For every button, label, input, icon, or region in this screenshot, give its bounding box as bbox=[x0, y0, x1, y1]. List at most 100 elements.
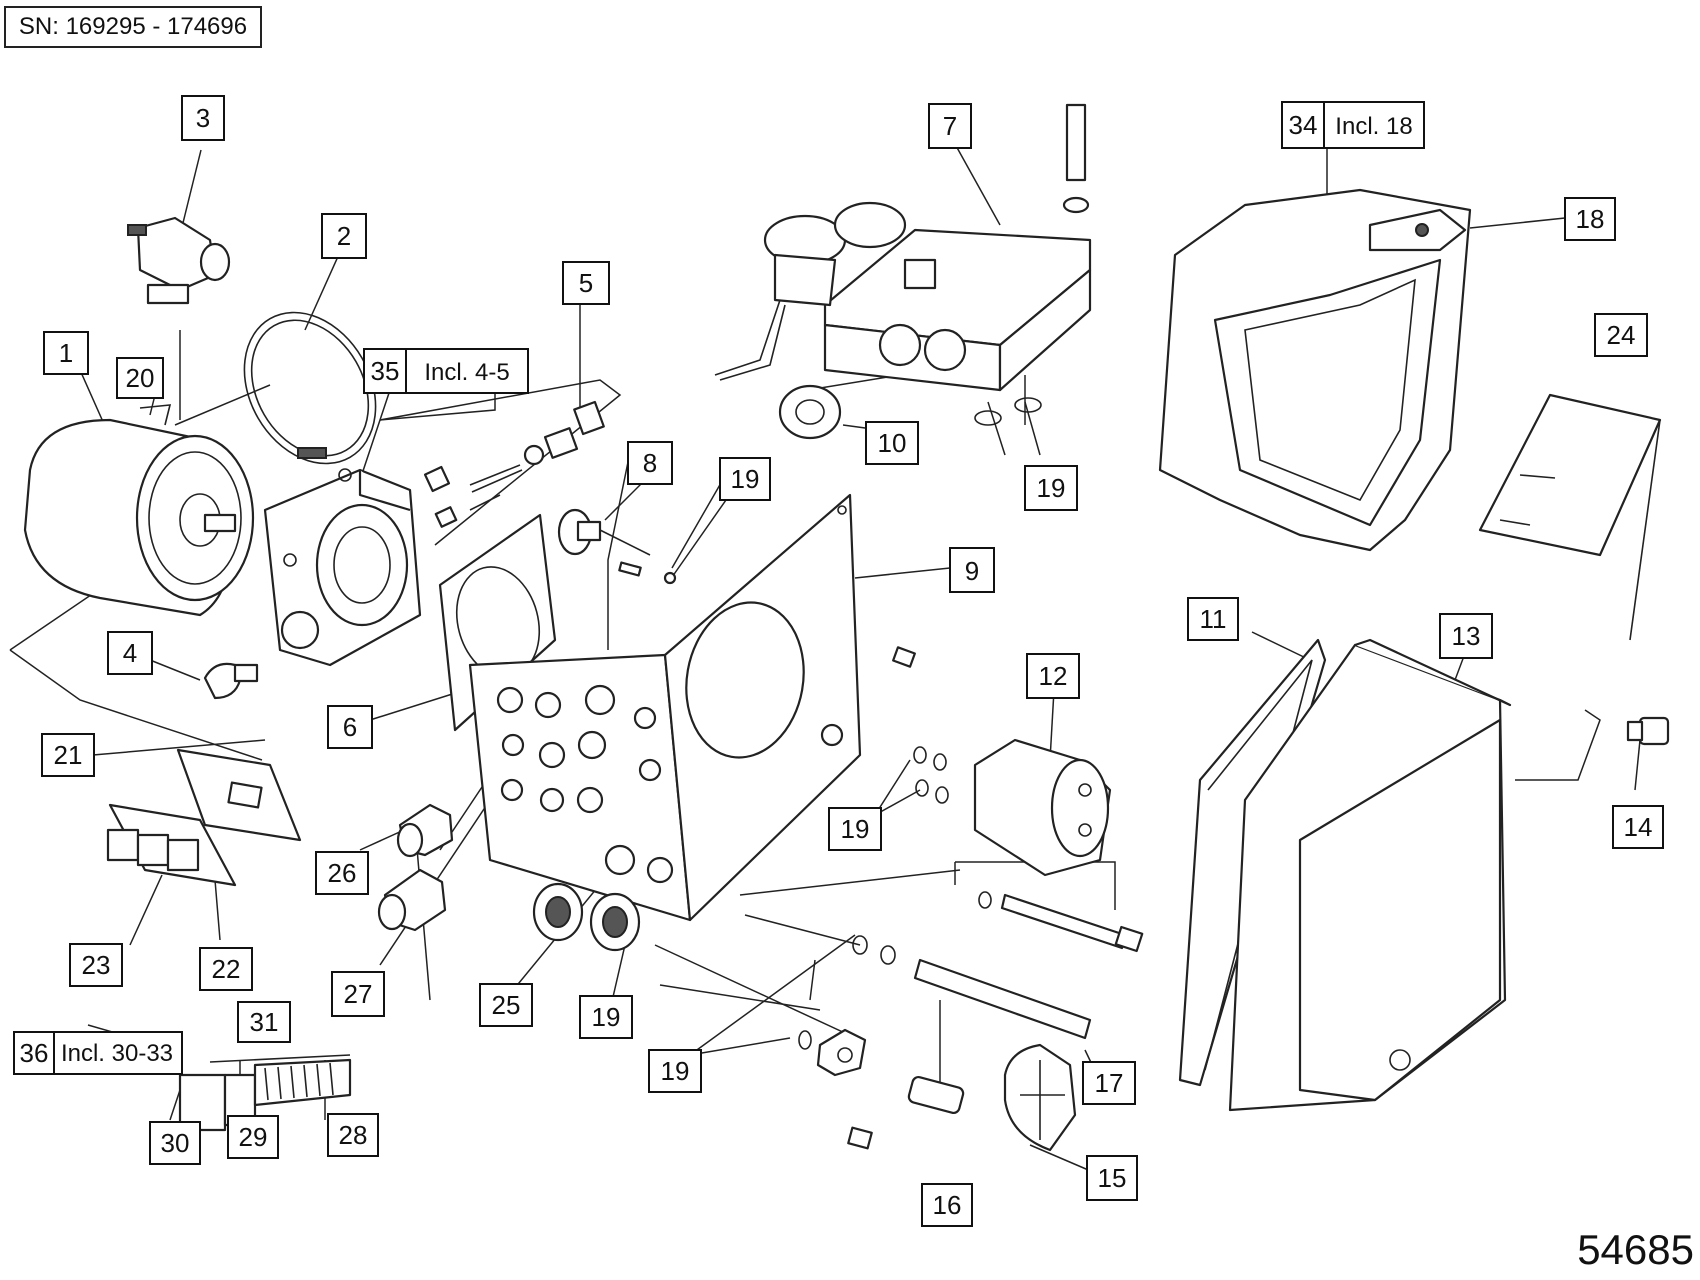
part-3-solenoid-switch bbox=[127, 216, 231, 305]
part-9-mounting-plate bbox=[468, 493, 862, 922]
callout-19-tube: 19 bbox=[648, 1049, 702, 1093]
callout-33: 31 bbox=[237, 1001, 291, 1043]
callout-11: 11 bbox=[1187, 597, 1239, 641]
callout-13: 13 bbox=[1439, 613, 1493, 659]
callout-7-label: 7 bbox=[943, 111, 957, 141]
callout-31-label: 29 bbox=[239, 1122, 268, 1152]
part-35-pump-housing bbox=[263, 468, 422, 667]
callout-3: 3 bbox=[181, 95, 225, 141]
callout-24-label: 22 bbox=[212, 954, 241, 984]
callout-36-note: Incl. 30-33 bbox=[61, 1040, 173, 1067]
callout-17-label: 17 bbox=[1095, 1068, 1124, 1098]
callout-18: 18 bbox=[1564, 197, 1616, 241]
callout-34-label: 34 bbox=[1289, 110, 1318, 140]
callout-5-label: 5 bbox=[579, 268, 593, 298]
callout-3-label: 3 bbox=[196, 103, 210, 133]
callout-17: 17 bbox=[1082, 1061, 1136, 1105]
part-13-reservoir-tank bbox=[1228, 638, 1512, 1112]
callout-9-label: 9 bbox=[965, 556, 979, 586]
callout-35-note: Incl. 4-5 bbox=[424, 359, 509, 386]
callout-7: 7 bbox=[928, 103, 972, 149]
callout-19-valve-label: 19 bbox=[1037, 473, 1066, 503]
callout-10: 10 bbox=[865, 421, 919, 465]
callout-11-label: 11 bbox=[1200, 604, 1227, 634]
callout-12-label: 12 bbox=[1039, 661, 1068, 691]
part-28-cable-gland bbox=[396, 803, 454, 858]
serial-number-range: SN: 169295 - 174696 bbox=[4, 6, 262, 48]
callout-34: 34 Incl. 18 bbox=[1281, 101, 1425, 149]
callout-27-label: 25 bbox=[492, 990, 521, 1020]
part-19-o-rings-valve bbox=[974, 397, 1042, 426]
part-2-clamp-ring bbox=[243, 311, 377, 465]
callout-4-label: 4 bbox=[123, 638, 137, 668]
callout-20-label: 19 bbox=[592, 1002, 621, 1032]
part-4-plug-bolt bbox=[203, 662, 259, 700]
callout-13-label: 13 bbox=[1452, 621, 1481, 651]
callout-6: 6 bbox=[327, 705, 373, 749]
callout-19-pump-label: 19 bbox=[841, 814, 870, 844]
callout-1: 1 bbox=[43, 331, 89, 375]
callout-26: 24 bbox=[1594, 313, 1648, 357]
callout-30: 28 bbox=[327, 1113, 379, 1157]
callout-35: 35 Incl. 4-5 bbox=[363, 348, 529, 394]
part-25-relay-blocks bbox=[106, 828, 200, 872]
callout-1-label: 1 bbox=[59, 338, 73, 368]
callout-19-pump: 19 bbox=[828, 807, 882, 851]
callout-16-label: 16 bbox=[933, 1190, 962, 1220]
callout-14: 14 bbox=[1612, 805, 1664, 849]
part-22-terminal bbox=[139, 404, 172, 426]
callout-30-label: 28 bbox=[339, 1120, 368, 1150]
callout-27: 25 bbox=[479, 983, 533, 1027]
callout-28-label: 26 bbox=[328, 858, 357, 888]
part-26-bracket bbox=[1478, 393, 1662, 641]
part-7-valve-block bbox=[714, 201, 1092, 392]
callout-22-label: 20 bbox=[126, 363, 155, 393]
callout-25-label: 23 bbox=[82, 950, 111, 980]
callout-20: 19 bbox=[579, 995, 633, 1039]
callout-29: 27 bbox=[331, 971, 385, 1017]
part-20-grommet bbox=[589, 892, 641, 952]
part-18-latch bbox=[1368, 208, 1467, 252]
callout-14-label: 14 bbox=[1624, 812, 1653, 842]
valve-block-screw bbox=[1062, 103, 1090, 214]
callout-8-label: 8 bbox=[643, 448, 657, 478]
part-14-breather-plug bbox=[1626, 716, 1670, 746]
callout-15: 15 bbox=[1086, 1155, 1138, 1201]
callout-10-label: 10 bbox=[878, 428, 907, 458]
callout-16: 16 bbox=[921, 1183, 973, 1227]
callout-19-tube-label: 19 bbox=[661, 1056, 690, 1086]
callout-21: 19 bbox=[719, 457, 771, 501]
callout-26-label: 24 bbox=[1607, 320, 1636, 350]
part-27-grommet bbox=[532, 882, 584, 942]
callout-2: 2 bbox=[321, 213, 367, 259]
part-19-o-rings-pump bbox=[913, 746, 949, 804]
callout-21-label: 19 bbox=[731, 464, 760, 494]
callout-33-label: 31 bbox=[250, 1007, 279, 1037]
callout-23-label: 21 bbox=[54, 740, 83, 770]
callout-23: 21 bbox=[41, 733, 95, 777]
part-23-relay-cover bbox=[176, 748, 302, 842]
part-34-reservoir-cover bbox=[1158, 188, 1472, 552]
callout-12: 12 bbox=[1026, 653, 1080, 699]
callout-25: 23 bbox=[69, 943, 123, 987]
figure-number: 54685 bbox=[1577, 1226, 1694, 1273]
callout-36-label: 36 bbox=[20, 1038, 49, 1068]
callout-19-valve: 19 bbox=[1024, 465, 1078, 511]
callout-22: 20 bbox=[116, 357, 164, 399]
callout-36: 36 Incl. 30-33 bbox=[13, 1031, 183, 1075]
callout-35-label: 35 bbox=[371, 356, 400, 386]
part-1-electric-motor bbox=[23, 418, 255, 617]
callout-4: 4 bbox=[107, 631, 153, 675]
callout-15-label: 15 bbox=[1098, 1163, 1127, 1193]
callout-32: 30 bbox=[149, 1121, 201, 1165]
part-29-cable-gland bbox=[377, 868, 447, 932]
callout-31: 29 bbox=[227, 1115, 279, 1159]
callout-5: 5 bbox=[562, 261, 610, 305]
part-15-suction-filter bbox=[1003, 1043, 1077, 1152]
callout-24: 22 bbox=[199, 947, 253, 991]
callout-8: 8 bbox=[627, 441, 673, 485]
callout-2-label: 2 bbox=[337, 221, 351, 251]
part-10-seal-ring bbox=[778, 384, 842, 440]
callout-29-label: 27 bbox=[344, 979, 373, 1009]
